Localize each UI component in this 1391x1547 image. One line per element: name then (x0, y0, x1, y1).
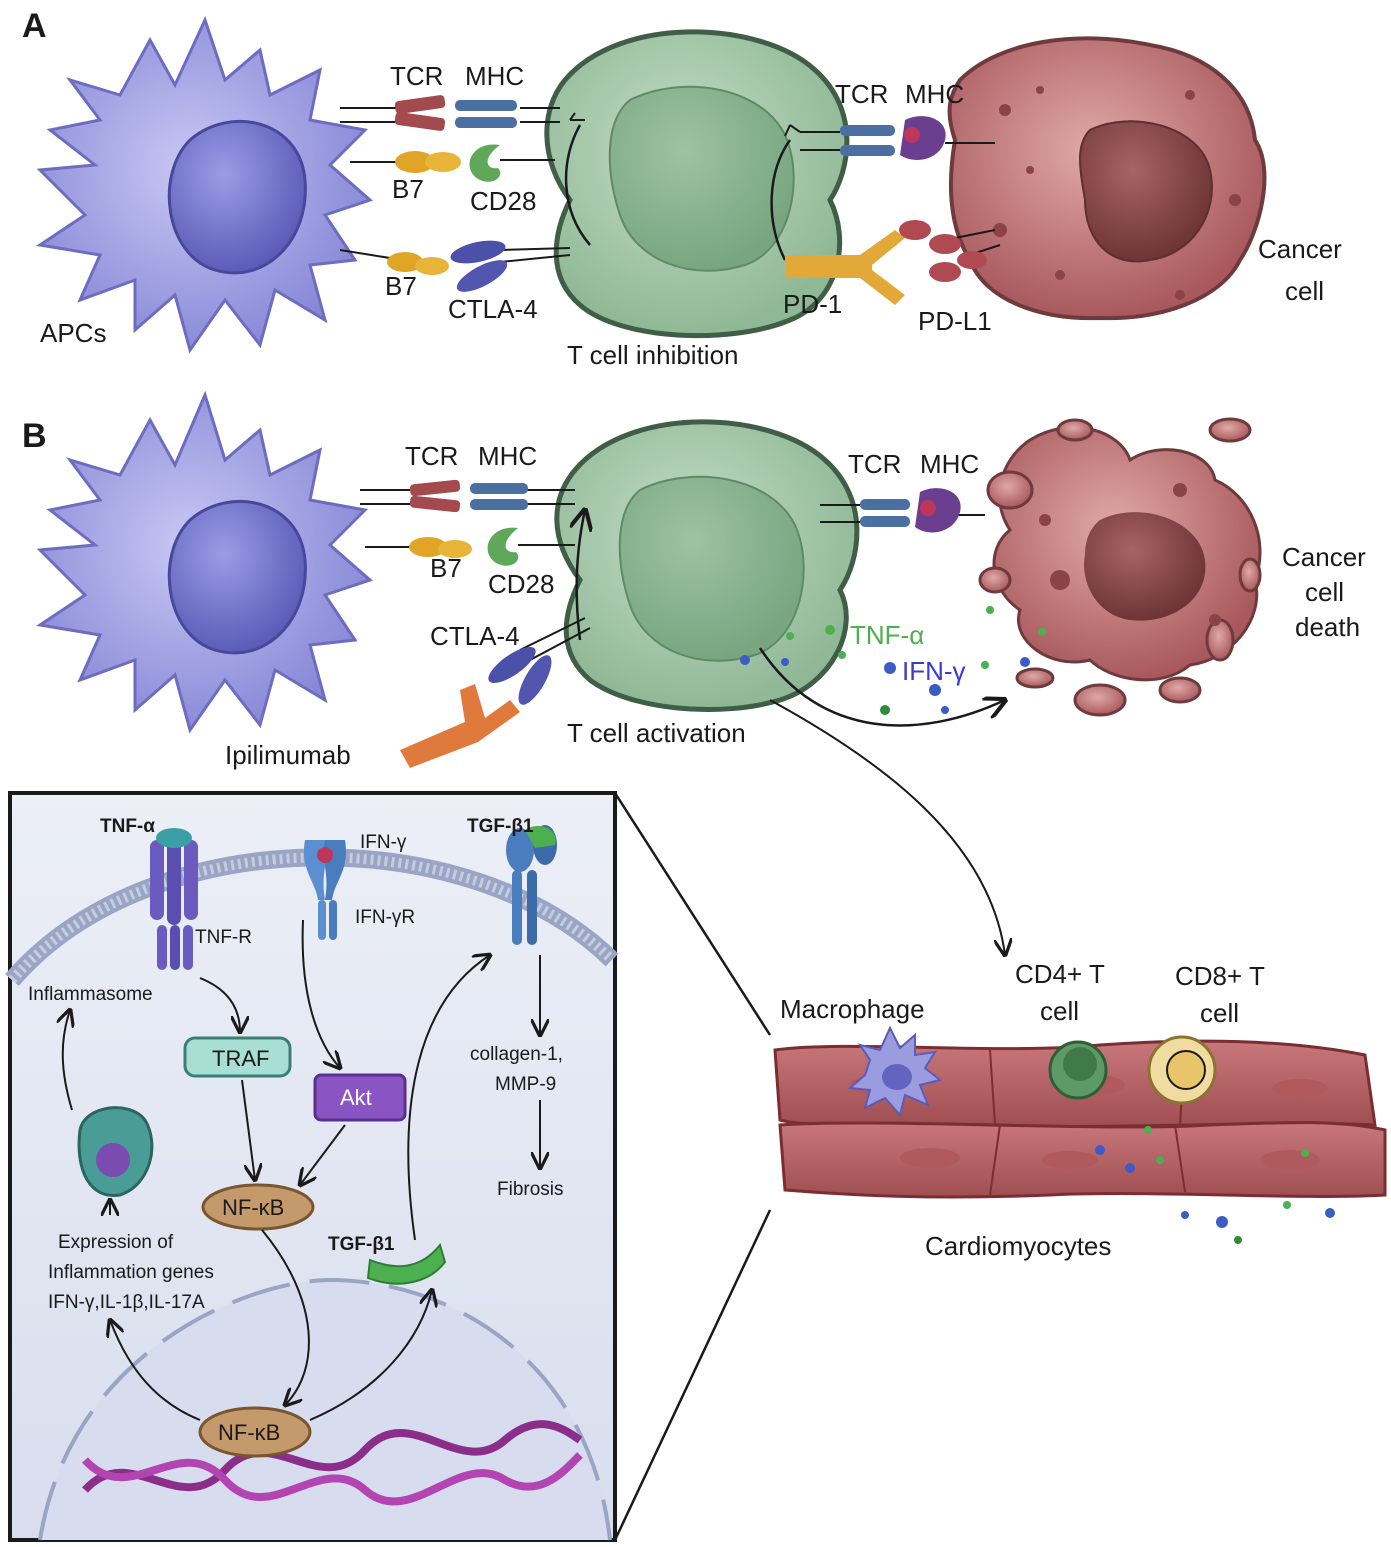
death-label-1: Cancer (1282, 542, 1366, 572)
tnf-label-b: TNF-α (850, 620, 924, 650)
traf-node (183, 1036, 292, 1078)
ctla4-b-label: CTLA-4 (430, 621, 520, 651)
tcr-b-left-label: TCR (405, 441, 458, 471)
mhc-a-left-label: MHC (465, 61, 524, 91)
expr-line-1: Expression of (58, 1232, 174, 1253)
tcr-b-left (409, 479, 461, 513)
cardiomyocytes-label: Cardiomyocytes (925, 1231, 1111, 1261)
cd28-b (487, 527, 519, 566)
expr-line-3: IFN-γ,IL-1β,IL-17A (48, 1292, 205, 1313)
ctla4-a (450, 240, 508, 292)
panel-b-label: B (22, 417, 47, 455)
inflammatory-cell (77, 1106, 154, 1198)
tnfa-inset-label: TNF-α (100, 816, 155, 837)
cd28-a (469, 144, 501, 182)
b7-b-label: B7 (430, 553, 462, 583)
panel-a-label: A (22, 7, 47, 45)
ifn-receptor (303, 840, 347, 940)
cd8-label-2: cell (1200, 998, 1239, 1028)
cd28-a-label: CD28 (470, 186, 536, 216)
mhc-a-right (900, 116, 946, 160)
ctla4-a-label: CTLA-4 (448, 294, 538, 324)
expr-line-2: Inflammation genes (48, 1262, 214, 1283)
cd4-label-2: cell (1040, 996, 1079, 1026)
mhc-a-left (455, 100, 517, 128)
inset-arrows (63, 919, 540, 1421)
b7-a-top-label: B7 (392, 174, 424, 204)
tgf-receptor (506, 825, 557, 945)
ifn-label-b: IFN-γ (902, 656, 966, 686)
mhc-b-left (470, 483, 528, 510)
tnf-receptor (150, 828, 198, 970)
akt-label: Akt (340, 1085, 372, 1110)
cancer-cell-dying-b-nucleus (1039, 483, 1221, 626)
macrophage-cell (847, 1025, 943, 1118)
tcr-b-right (860, 499, 910, 527)
collagen-line-2: MMP-9 (495, 1074, 556, 1095)
akt-node (313, 1073, 407, 1122)
b7-a-bottom-label: B7 (385, 271, 417, 301)
tgfb1-top-label: TGF-β1 (467, 816, 534, 837)
mhc-b-right (915, 488, 961, 533)
tcr-a-right (840, 125, 895, 156)
cancer-cell-a (947, 36, 1267, 321)
pdl1-a (899, 220, 987, 282)
ipilimumab-label: Ipilimumab (225, 740, 351, 770)
pd1-a (785, 230, 905, 305)
mhc-a-right-label: MHC (905, 79, 964, 109)
panel-b-title: T cell activation (567, 718, 746, 748)
tgfb1-mid-label: TGF-β1 (328, 1234, 395, 1255)
ifngr-label: IFN-γR (355, 907, 415, 928)
tcr-a-left (394, 95, 446, 131)
receptors-b-left (360, 489, 590, 661)
tcr-b-right-label: TCR (848, 449, 901, 479)
receptors-a-right (770, 124, 1001, 261)
pd1-a-label: PD-1 (783, 289, 842, 319)
tcr-a-left-label: TCR (390, 61, 443, 91)
panel-a-title: T cell inhibition (567, 340, 739, 370)
cd8-label-1: CD8+ T (1175, 961, 1265, 991)
b7-a-top (395, 151, 461, 173)
inset-connector-top (613, 792, 772, 1036)
nfkb-bottom-node (198, 1406, 312, 1458)
ipilimumab-antibody (400, 684, 520, 768)
tcr-a-right-label: TCR (835, 79, 888, 109)
apcs-label: APCs (40, 318, 106, 348)
mhc-b-right-label: MHC (920, 449, 979, 479)
tgfb1-mid-shape (366, 1242, 447, 1285)
t-cell-a (544, 29, 850, 339)
death-label-3: death (1295, 612, 1360, 642)
ifng-inset-label: IFN-γ (360, 832, 407, 853)
arrow-to-heart (769, 699, 1005, 955)
cancer-label-2: cell (1285, 276, 1324, 306)
macrophage-label: Macrophage (780, 994, 925, 1024)
nfkb-bottom-label: NF-κB (218, 1420, 280, 1445)
inset-connector-bottom (613, 1209, 772, 1541)
b7-b (409, 537, 472, 558)
nfkb-top-label: NF-κB (222, 1195, 284, 1220)
cd4-t-cell (1048, 1040, 1108, 1100)
traf-label: TRAF (212, 1046, 269, 1071)
tnfr-label: TNF-R (195, 927, 252, 948)
t-cell-b (554, 419, 860, 712)
apc-cell-a (36, 15, 373, 354)
receptors-a-left (339, 107, 591, 263)
cd28-b-label: CD28 (488, 569, 554, 599)
cytokine-particles-b (740, 606, 1046, 715)
apc-cell-b (36, 390, 373, 734)
mhc-b-left-label: MHC (478, 441, 537, 471)
cardio-cytokines (1095, 1126, 1335, 1244)
cancer-label-1: Cancer (1258, 234, 1342, 264)
cd4-label-1: CD4+ T (1015, 959, 1105, 989)
pdl1-a-label: PD-L1 (918, 306, 992, 336)
nfkb-top-node (201, 1183, 315, 1231)
cd8-t-cell (1147, 1035, 1217, 1105)
death-label-2: cell (1305, 577, 1344, 607)
inflammasome-label: Inflammasome (28, 984, 153, 1005)
fibrosis-label: Fibrosis (497, 1179, 564, 1200)
ctla4-b (488, 646, 552, 705)
arrow-to-cancer (758, 647, 1005, 727)
b7-a-bottom (387, 252, 449, 275)
collagen-line-1: collagen-1, (470, 1044, 563, 1065)
